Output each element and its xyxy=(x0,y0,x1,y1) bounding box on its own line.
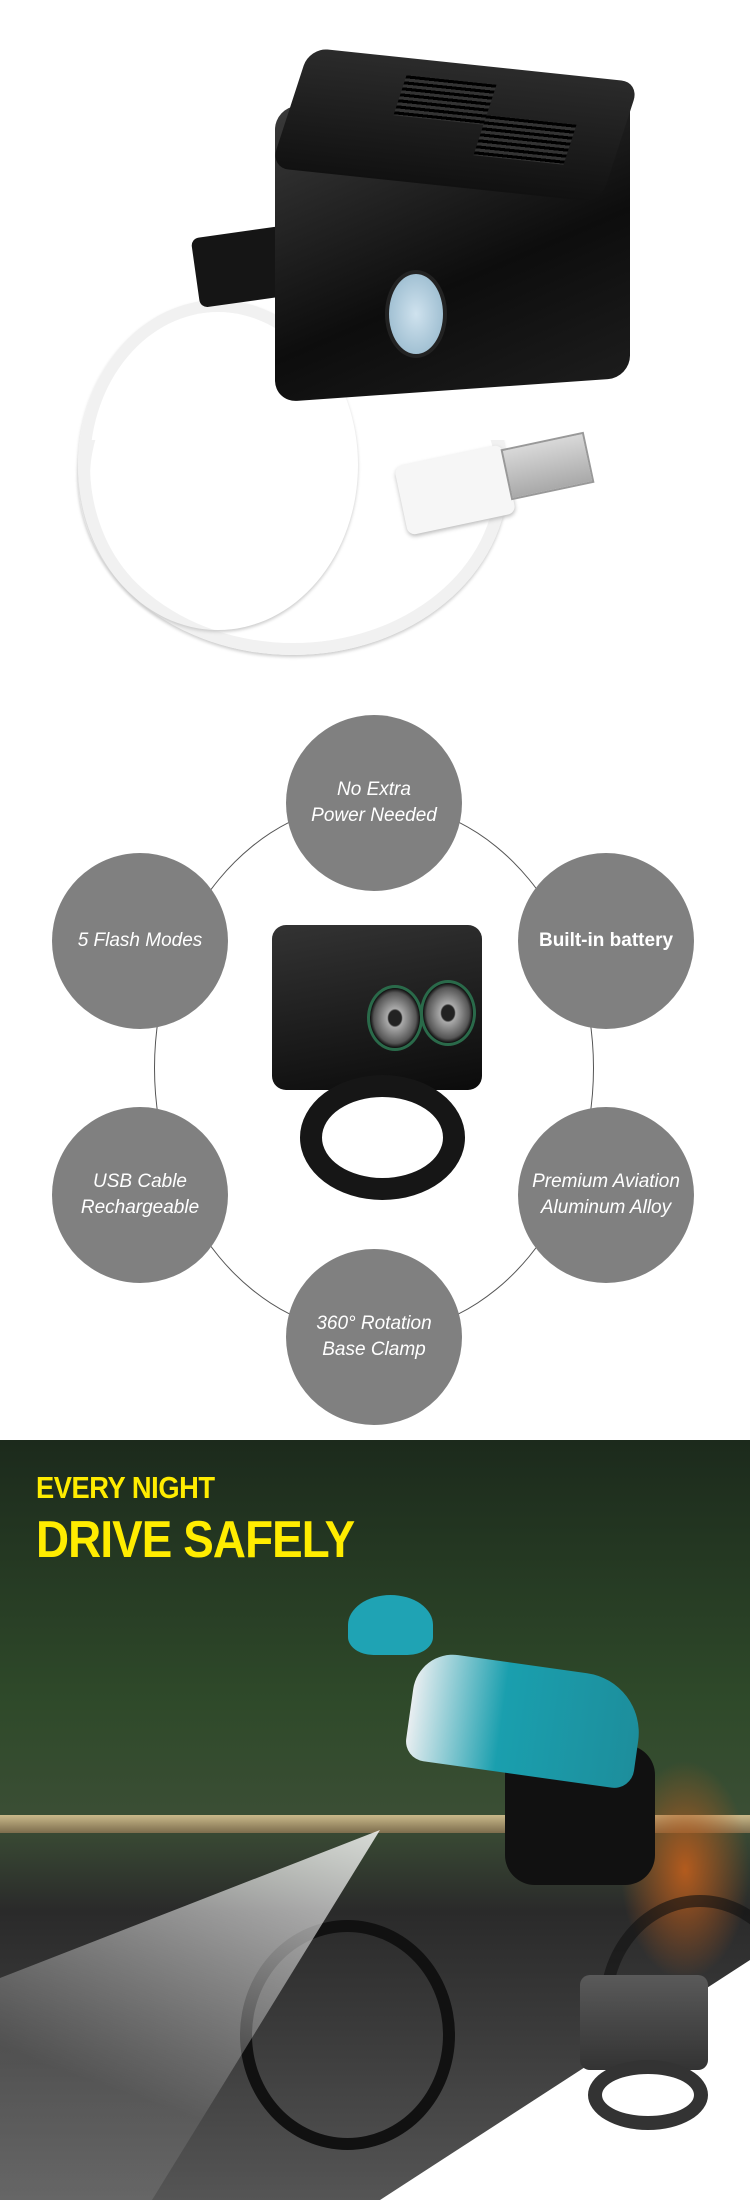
feature-label: Base Clamp xyxy=(322,1339,426,1360)
feature-label: Built-in battery xyxy=(538,930,674,951)
headline-every-night: EVERY NIGHT xyxy=(36,1470,215,1505)
feature-flash-modes: 5 Flash Modes xyxy=(52,853,228,1029)
cyclist-banner: EVERY NIGHT DRIVE SAFELY xyxy=(0,1440,750,2200)
power-button xyxy=(385,270,447,358)
feature-label: No Extra xyxy=(337,779,411,800)
feature-label: Rechargeable xyxy=(80,1197,200,1218)
headlight-body xyxy=(272,925,482,1090)
product-hero-image xyxy=(0,0,750,690)
feature-label: 5 Flash Modes xyxy=(77,930,203,951)
clamp-thumbnail xyxy=(588,2060,708,2130)
cyclist-jersey xyxy=(403,1649,647,1791)
feature-built-in-battery: Built-in battery xyxy=(518,853,694,1029)
feature-label: Aluminum Alloy xyxy=(540,1197,672,1218)
feature-label: 360° Rotation xyxy=(316,1313,432,1334)
feature-label: Power Needed xyxy=(311,805,437,826)
feature-label: USB Cable xyxy=(93,1171,187,1192)
led-lens xyxy=(367,985,423,1051)
headline-drive-safely: DRIVE SAFELY xyxy=(36,1511,355,1569)
cyclist-helmet xyxy=(348,1595,433,1655)
headlight-thumbnail xyxy=(580,1975,708,2070)
led-lens xyxy=(420,980,476,1046)
handlebar-clamp xyxy=(300,1075,465,1200)
usb-connector xyxy=(500,431,595,501)
feature-label: Premium Aviation xyxy=(532,1171,680,1192)
